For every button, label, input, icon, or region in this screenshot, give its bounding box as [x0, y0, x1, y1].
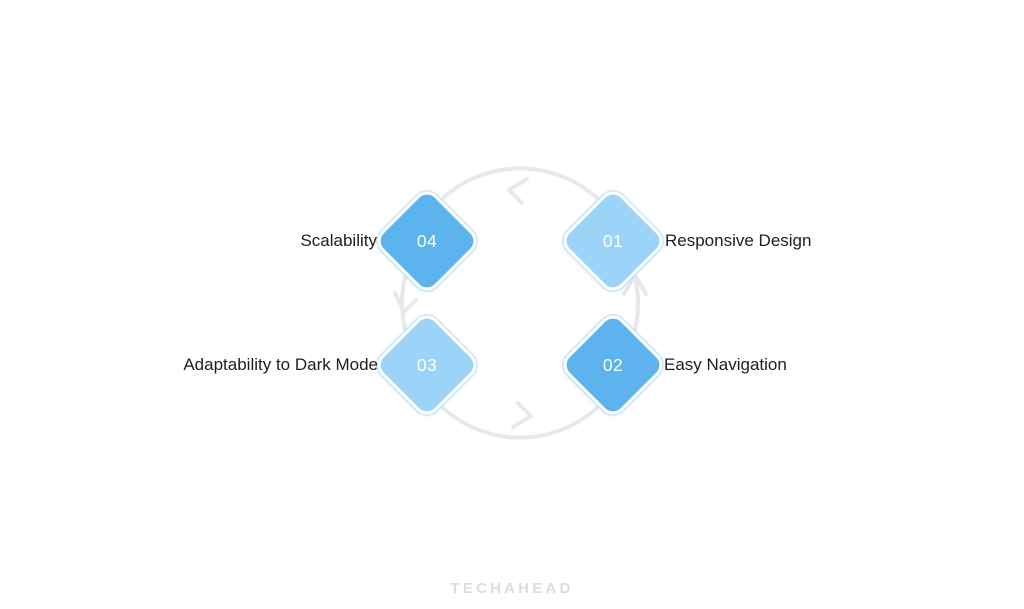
node-number-03: 03: [416, 354, 438, 375]
arrow-left-04-to-03: [393, 275, 418, 331]
node-number-04: 04: [416, 230, 438, 251]
arrow-right-02-to-01: [622, 273, 648, 331]
cycle-node-04[interactable]: 04: [371, 185, 483, 297]
arrow-bottom-03-to-02: [441, 401, 599, 440]
node-label-scalability: Scalability: [300, 231, 377, 250]
watermark-techahead: TECHAHEAD: [450, 580, 574, 597]
node-number-01: 01: [602, 230, 624, 251]
node-number-02: 02: [602, 354, 624, 375]
node-label-responsive-design: Responsive Design: [665, 231, 812, 250]
cycle-node-03[interactable]: 03: [371, 309, 483, 421]
node-label-easy-navigation: Easy Navigation: [664, 355, 787, 374]
cycle-node-01[interactable]: 01: [557, 185, 669, 297]
arrow-top-01-to-04: [441, 166, 599, 205]
node-label-adaptability-to-dark-mode: Adaptability to Dark Mode: [183, 355, 378, 374]
cycle-node-02[interactable]: 02: [557, 309, 669, 421]
